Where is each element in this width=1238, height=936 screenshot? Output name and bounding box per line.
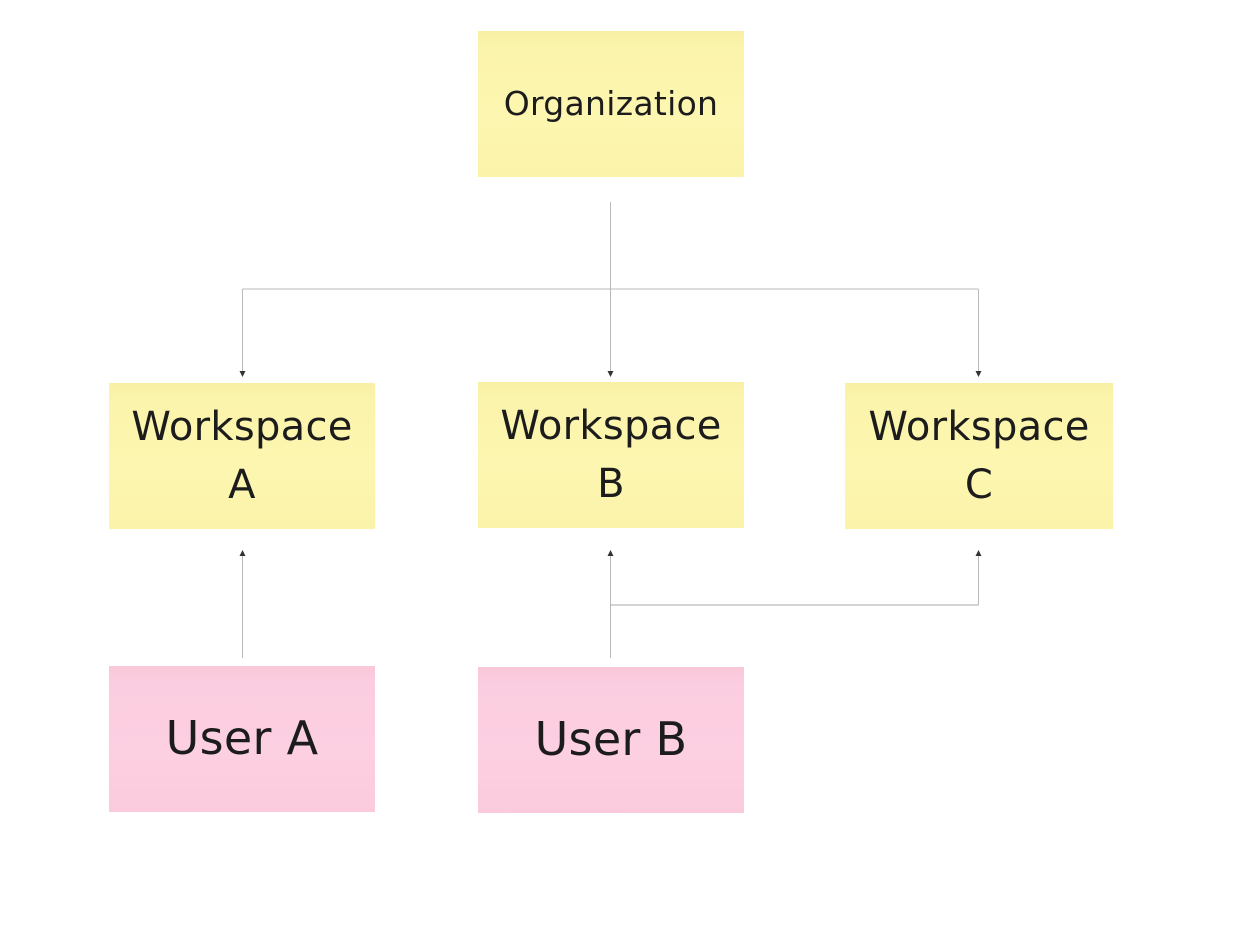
connector-user-b-to-workspaces[interactable] [607, 550, 982, 658]
sticky-note-label: User B [534, 712, 688, 767]
sticky-note-workspace-b[interactable]: Workspace B [478, 382, 744, 528]
sticky-note-label: Workspace C [868, 404, 1090, 508]
sticky-note-label: Workspace B [500, 403, 722, 507]
sticky-note-label: Workspace A [131, 404, 353, 508]
sticky-note-workspace-c[interactable]: Workspace C [845, 383, 1113, 529]
sticky-note-user-a[interactable]: User A [109, 666, 375, 812]
sticky-note-workspace-a[interactable]: Workspace A [109, 383, 375, 529]
sticky-note-organization[interactable]: Organization [478, 31, 744, 177]
sticky-note-user-b[interactable]: User B [478, 667, 744, 813]
sticky-note-label: User A [165, 711, 319, 766]
sticky-note-label: Organization [503, 83, 719, 123]
connector-organization-to-workspaces[interactable] [239, 202, 982, 377]
